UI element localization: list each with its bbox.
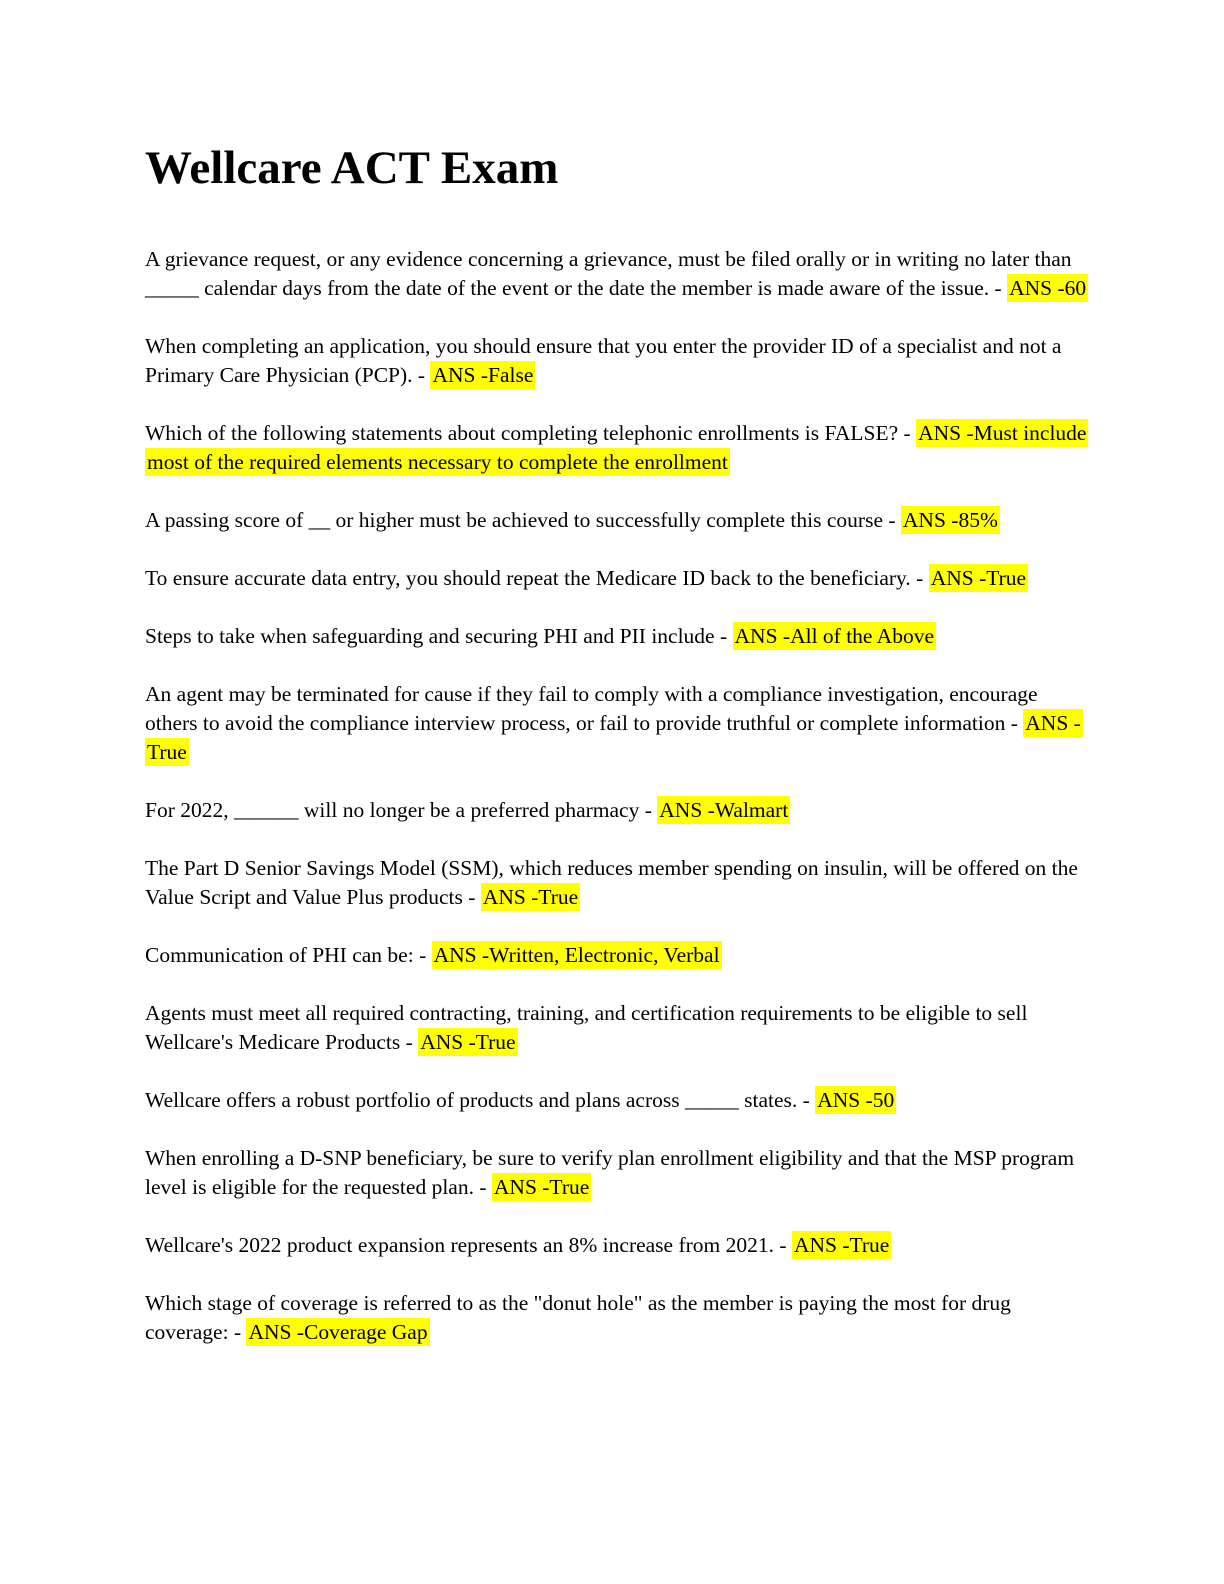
answer-highlight: ANS -False	[430, 361, 536, 390]
question-text: Wellcare's 2022 product expansion repres…	[145, 1233, 775, 1258]
question-text: To ensure accurate data entry, you shoul…	[145, 566, 911, 591]
qa-item: An agent may be terminated for cause if …	[145, 680, 1090, 767]
qa-item: Agents must meet all required contractin…	[145, 999, 1090, 1057]
separator: -	[400, 1030, 419, 1055]
qa-item: A passing score of __ or higher must be …	[145, 506, 1090, 535]
question-text: Wellcare offers a robust portfolio of pr…	[145, 1088, 798, 1113]
qa-item: Steps to take when safeguarding and secu…	[145, 622, 1090, 651]
qa-item: Which of the following statements about …	[145, 419, 1090, 477]
separator: -	[228, 1320, 247, 1345]
question-text: Communication of PHI can be:	[145, 943, 414, 968]
question-text: Steps to take when safeguarding and secu…	[145, 624, 715, 649]
answer-highlight: ANS -True	[491, 1173, 592, 1202]
separator: -	[774, 1233, 792, 1258]
separator: -	[413, 943, 432, 968]
separator: -	[882, 508, 901, 533]
page-title: Wellcare ACT Exam	[145, 142, 559, 194]
separator: -	[797, 1088, 816, 1113]
qa-item: Wellcare offers a robust portfolio of pr…	[145, 1086, 1090, 1115]
separator: -	[714, 624, 733, 649]
separator: -	[1005, 711, 1024, 736]
separator: -	[989, 276, 1008, 301]
question-text: A grievance request, or any evidence con…	[145, 247, 1072, 301]
answer-highlight: ANS -All of the Above	[732, 622, 936, 651]
qa-list: A grievance request, or any evidence con…	[145, 245, 1090, 1347]
separator: -	[473, 1175, 492, 1200]
qa-item: When enrolling a D-SNP beneficiary, be s…	[145, 1144, 1090, 1202]
question-text: An agent may be terminated for cause if …	[145, 682, 1038, 736]
question-text: Agents must meet all required contractin…	[145, 1001, 1028, 1055]
separator: -	[462, 885, 481, 910]
qa-item: For 2022, ______ will no longer be a pre…	[145, 796, 1090, 825]
answer-highlight: ANS -Walmart	[657, 796, 791, 825]
answer-highlight: ANS -Coverage Gap	[246, 1318, 430, 1347]
answer-highlight: ANS -Written, Electronic, Verbal	[431, 941, 722, 970]
question-text: The Part D Senior Savings Model (SSM), w…	[145, 856, 1078, 910]
answer-highlight: ANS -True	[928, 564, 1029, 593]
question-text: When completing an application, you shou…	[145, 334, 1062, 388]
qa-item: Communication of PHI can be: - ANS -Writ…	[145, 941, 1090, 970]
qa-item: The Part D Senior Savings Model (SSM), w…	[145, 854, 1090, 912]
qa-item: When completing an application, you shou…	[145, 332, 1090, 390]
question-text: For 2022, ______ will no longer be a pre…	[145, 798, 640, 823]
qa-item: Wellcare's 2022 product expansion repres…	[145, 1231, 1090, 1260]
qa-item: To ensure accurate data entry, you shoul…	[145, 564, 1090, 593]
separator: -	[898, 421, 917, 446]
question-text: Which of the following statements about …	[145, 421, 899, 446]
question-text: Which stage of coverage is referred to a…	[145, 1291, 1011, 1345]
answer-highlight: ANS -50	[815, 1086, 897, 1115]
question-text: When enrolling a D-SNP beneficiary, be s…	[145, 1146, 1075, 1200]
answer-highlight: ANS -60	[1007, 274, 1089, 303]
answer-highlight: ANS -True	[418, 1028, 518, 1057]
qa-item: Which stage of coverage is referred to a…	[145, 1289, 1090, 1347]
qa-item: A grievance request, or any evidence con…	[145, 245, 1090, 303]
answer-highlight: ANS -True	[791, 1231, 892, 1260]
question-text: A passing score of __ or higher must be …	[145, 508, 883, 533]
separator: -	[910, 566, 929, 591]
answer-highlight: ANS -True	[480, 883, 581, 912]
separator: -	[639, 798, 658, 823]
separator: -	[412, 363, 431, 388]
answer-highlight: ANS -85%	[900, 506, 1000, 535]
